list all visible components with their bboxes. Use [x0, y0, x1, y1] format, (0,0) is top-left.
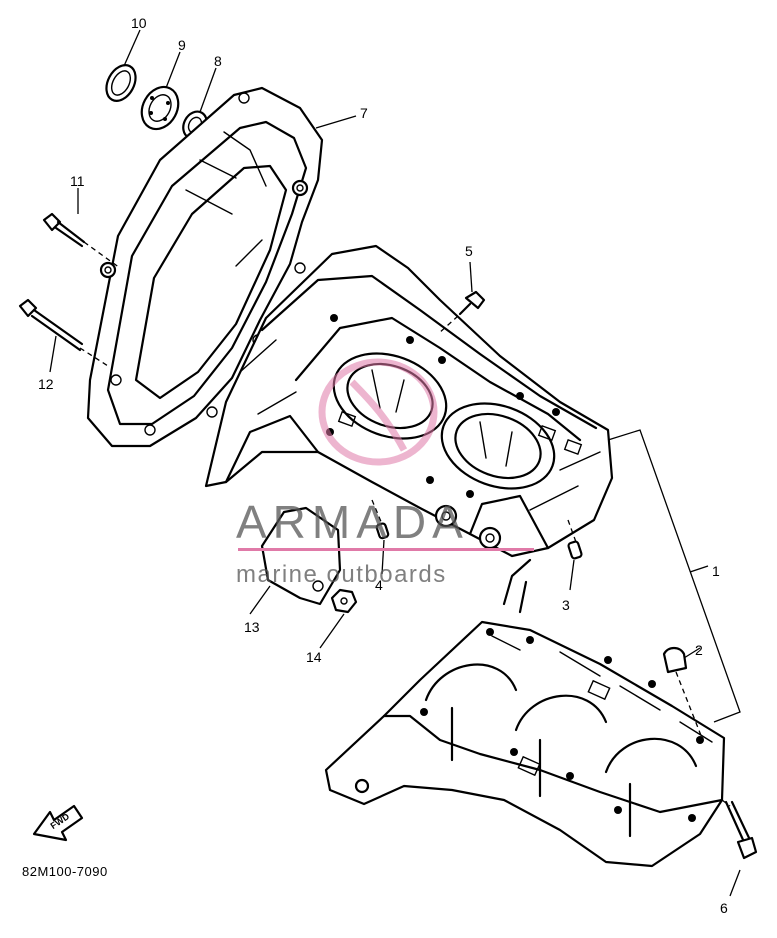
bearing-part [140, 85, 180, 131]
watermark-brand: ARMADA [236, 496, 469, 548]
callout-10: 10 [131, 15, 147, 31]
oil-seal-part [105, 64, 137, 102]
bolt-11-part [42, 212, 86, 248]
callout-8: 8 [214, 53, 222, 69]
watermark-tagline: marine outboards [236, 561, 447, 588]
watermark-underline [238, 548, 534, 551]
upper-crankcase-part [204, 244, 614, 558]
callout-12: 12 [38, 376, 54, 392]
callout-4: 4 [375, 577, 383, 593]
watermark-logo-icon [318, 358, 438, 466]
dowel-pin-2-part [662, 646, 688, 674]
callout-13: 13 [244, 619, 260, 635]
callout-3: 3 [562, 597, 570, 613]
callout-11: 11 [70, 173, 85, 189]
callout-6: 6 [720, 900, 728, 916]
drawing-code: 82M100-7090 [22, 864, 108, 879]
nut-part [330, 588, 358, 614]
callout-9: 9 [178, 37, 186, 53]
callout-2: 2 [695, 642, 703, 658]
bolt-6-part [724, 800, 758, 860]
callout-14: 14 [306, 649, 322, 665]
forward-arrow-icon: FWD [32, 804, 84, 842]
callout-1: 1 [712, 563, 720, 579]
callout-5: 5 [465, 243, 473, 259]
bolt-12-part [18, 298, 84, 352]
bolt-5-part [458, 290, 486, 316]
lower-crankcase-part [324, 558, 726, 868]
dowel-pin-3-part [567, 540, 583, 560]
cover-plate-part [260, 506, 342, 606]
dowel-pin-4-part [375, 522, 390, 540]
callout-7: 7 [360, 105, 368, 121]
crankcase-cover-part [86, 86, 324, 448]
watermark: ARMADA marine outboards [236, 358, 534, 588]
